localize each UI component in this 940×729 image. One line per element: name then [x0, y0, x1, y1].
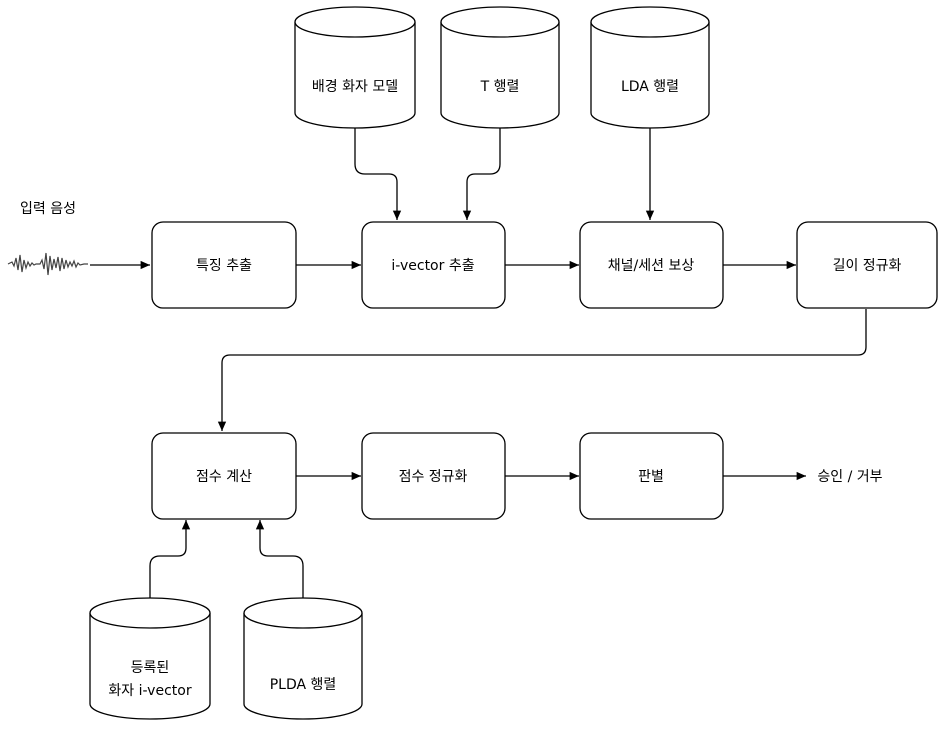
edge-enrolled-to-scoring: [149, 520, 191, 598]
database-t-matrix: T 행렬: [440, 6, 560, 129]
process-label: 채널/세션 보상: [608, 258, 695, 274]
database-label: PLDA 행렬: [270, 677, 337, 693]
database-ubm: 배경 화자 모델: [294, 6, 416, 129]
edge-tmatrix-to-ivector: [462, 128, 501, 220]
database-label: T 행렬: [480, 79, 520, 95]
process-score-normalization: 점수 정규화: [361, 432, 506, 520]
process-ivector-extraction: i-vector 추출: [361, 221, 506, 309]
process-label: i-vector 추출: [391, 258, 474, 274]
process-channel-compensation: 채널/세션 보상: [579, 221, 724, 309]
process-label: 점수 계산: [196, 469, 252, 485]
process-label: 길이 정규화: [833, 258, 902, 274]
database-plda-matrix: PLDA 행렬: [243, 597, 363, 720]
process-label: 판별: [638, 469, 664, 485]
process-label: 특징 추출: [196, 258, 252, 274]
database-lda-matrix: LDA 행렬: [590, 6, 710, 129]
process-label: 점수 정규화: [399, 469, 468, 485]
edge-length-to-scoring: [217, 309, 867, 431]
database-label-line1: 등록된: [131, 660, 170, 676]
process-length-normalization: 길이 정규화: [796, 221, 938, 309]
process-decision: 판별: [579, 432, 724, 520]
process-scoring: 점수 계산: [151, 432, 297, 520]
input-speech-label: 입력 음성: [20, 201, 76, 217]
database-label-line2: 화자 i-vector: [108, 683, 191, 699]
output-label: 승인 / 거부: [817, 469, 882, 485]
database-label: LDA 행렬: [621, 79, 679, 95]
database-label: 배경 화자 모델: [312, 79, 398, 95]
edge-ubm-to-ivector: [354, 128, 402, 220]
database-enrolled-ivector: 등록된 화자 i-vector: [89, 597, 211, 720]
waveform-icon: [7, 252, 88, 276]
edge-plda-to-scoring: [255, 520, 304, 598]
process-feature-extraction: 특징 추출: [151, 221, 297, 309]
